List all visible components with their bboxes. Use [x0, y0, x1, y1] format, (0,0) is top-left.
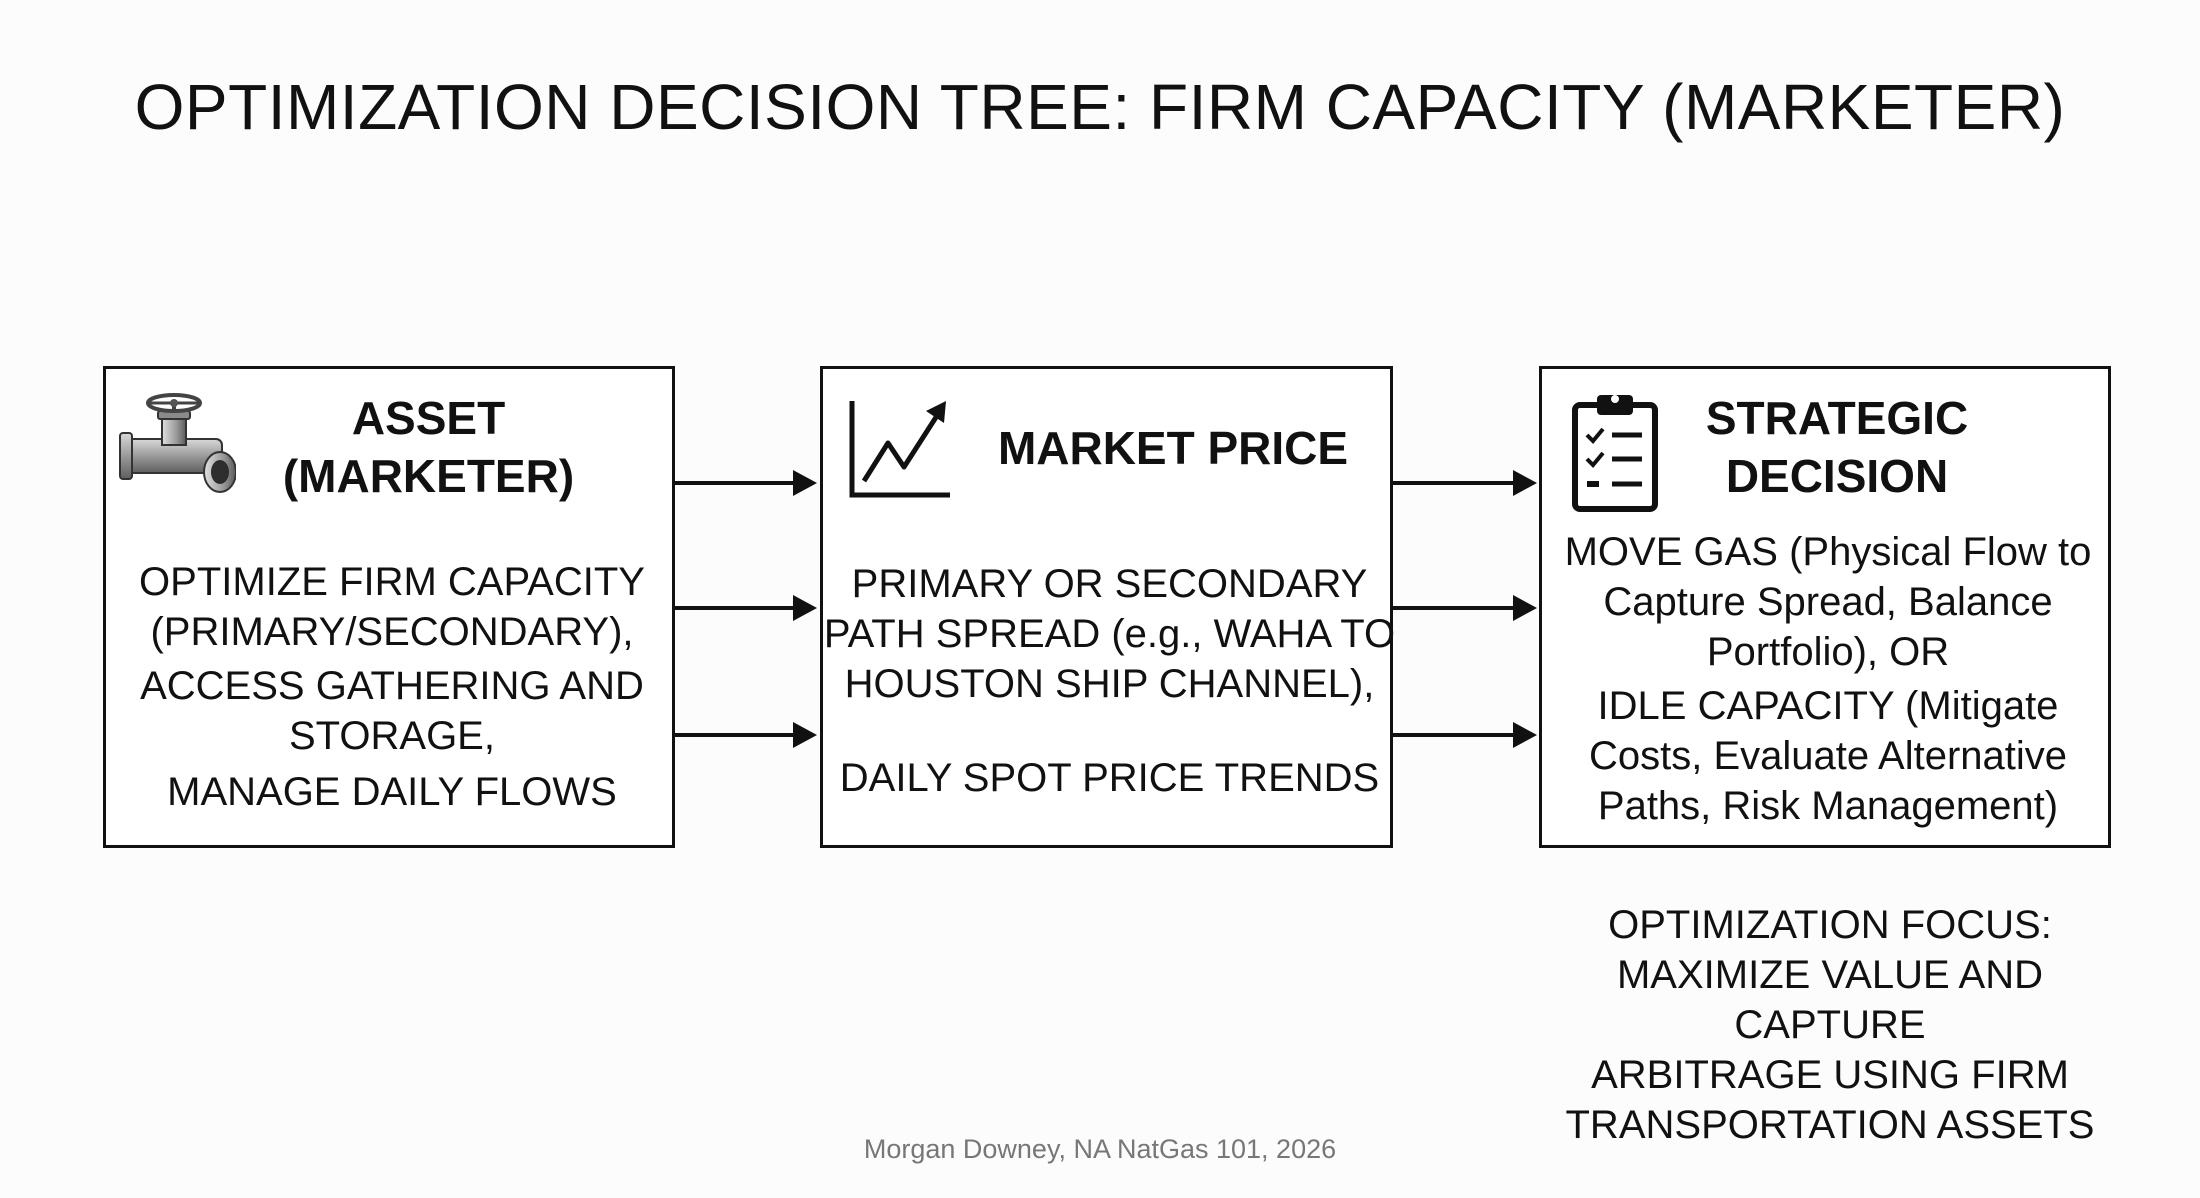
market-price-node: MARKET PRICE PRIMARY OR SECONDARY PATH S… [820, 366, 1396, 848]
market-body-spacer [823, 709, 1396, 753]
focus-line: OPTIMIZATION FOCUS: [1608, 903, 2052, 947]
flow-arrow [675, 722, 817, 748]
focus-line: MAXIMIZE VALUE AND CAPTURE [1616, 953, 2043, 1047]
asset-body: OPTIMIZE FIRM CAPACITY (PRIMARY/SECONDAR… [106, 557, 678, 817]
flow-arrow [675, 470, 817, 496]
focus-line: TRANSPORTATION ASSETS [1565, 1103, 2095, 1147]
decision-heading: STRATEGIC DECISION [1672, 389, 2002, 505]
asset-body-line: ACCESS GATHERING AND [140, 664, 644, 708]
credit-line: Morgan Downey, NA NatGas 101, 2026 [863, 1134, 1337, 1164]
asset-heading-line: (MARKETER) [282, 450, 575, 502]
decision-heading-line: STRATEGIC [1705, 392, 1969, 444]
decision-body-line: MOVE GAS (Physical Flow to [1564, 530, 2092, 574]
flow-arrow [1393, 595, 1537, 621]
strategic-decision-node: STRATEGIC DECISION MOVE GAS (Physical Fl… [1539, 366, 2111, 848]
flow-arrow [1393, 470, 1537, 496]
asset-node: ASSET (MARKETER) OPTIMIZE FIRM CAPACITY … [103, 366, 675, 848]
decision-body-line: Capture Spread, Balance [1603, 580, 2053, 624]
focus-line: ARBITRAGE USING FIRM [1591, 1053, 2069, 1097]
market-body-line: DAILY SPOT PRICE TRENDS [839, 756, 1380, 800]
decision-body-line: IDLE CAPACITY (Mitigate [1597, 684, 2059, 728]
line-chart-icon [848, 399, 953, 499]
flow-arrow [675, 595, 817, 621]
decision-body-line: Portfolio), OR [1706, 630, 1950, 674]
decision-body-line: Paths, Risk Management) [1597, 784, 2059, 828]
decision-heading-line: DECISION [1725, 450, 1949, 502]
optimization-focus-note: OPTIMIZATION FOCUS: MAXIMIZE VALUE AND C… [1520, 900, 2140, 1150]
asset-body-line: STORAGE, [289, 714, 495, 758]
market-heading-line: MARKET PRICE [997, 422, 1349, 474]
asset-body-line: MANAGE DAILY FLOWS [167, 770, 617, 814]
decision-body-line: Costs, Evaluate Alternative [1588, 734, 2068, 778]
market-body-line: HOUSTON SHIP CHANNEL), [844, 662, 1375, 706]
asset-body-line: OPTIMIZE FIRM CAPACITY [139, 560, 645, 604]
market-body-line: PATH SPREAD (e.g., WAHA TO [823, 612, 1396, 656]
flow-arrow [1393, 722, 1537, 748]
diagram-title: OPTIMIZATION DECISION TREE: FIRM CAPACIT… [134, 71, 2066, 143]
pipe-valve-icon [116, 389, 237, 509]
market-body: PRIMARY OR SECONDARY PATH SPREAD (e.g., … [823, 559, 1396, 803]
market-body-line: PRIMARY OR SECONDARY [851, 562, 1368, 606]
clipboard-checklist-icon [1570, 389, 1660, 514]
asset-heading: ASSET (MARKETER) [251, 389, 606, 505]
decision-body: MOVE GAS (Physical Flow to Capture Sprea… [1542, 527, 2114, 831]
asset-body-line: (PRIMARY/SECONDARY), [150, 610, 634, 654]
market-heading: MARKET PRICE [973, 419, 1373, 477]
asset-heading-line: ASSET [351, 392, 506, 444]
